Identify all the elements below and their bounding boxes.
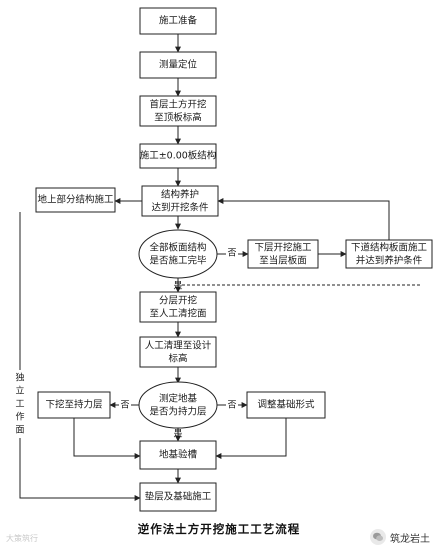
vertical-label-char-4: 作 — [15, 411, 24, 423]
vertical-label-char-5: 面 — [15, 425, 24, 436]
node-first-excavation — [139, 95, 217, 127]
node-manual-cleanup-label-2: 标高 — [168, 353, 187, 365]
node-lower-excavation-label-2: 至当层板面 — [259, 255, 307, 267]
node-cushion-foundation-label: 垫层及基础施工 — [145, 491, 212, 503]
node-foundation-inspection — [139, 440, 217, 470]
edge-label-no-1: 否 — [227, 248, 236, 259]
decision-bearing-layer — [138, 381, 218, 429]
node-first-excavation-label-2: 至顶板标高 — [154, 112, 202, 124]
node-cushion-foundation — [139, 482, 217, 512]
node-manual-cleanup — [139, 336, 217, 368]
node-survey-label: 测量定位 — [159, 59, 198, 71]
node-next-slab-label-1: 下道结构板面施工 — [351, 242, 428, 254]
edge-label-yes-2: 是 — [173, 429, 182, 440]
node-dig-to-bearing — [37, 391, 111, 419]
node-curing — [141, 185, 219, 217]
node-manual-cleanup-label-1: 人工清理至设计 — [145, 340, 212, 352]
node-next-slab-label-2: 并达到养护条件 — [356, 255, 423, 267]
node-prepare — [139, 7, 217, 35]
decision-slabs-complete-label-2: 是否施工完毕 — [149, 255, 207, 267]
node-layer-excavation-label-2: 至人工清挖面 — [149, 308, 206, 320]
node-prepare-label: 施工准备 — [159, 15, 198, 27]
vertical-label-char-3: 工 — [15, 400, 24, 410]
vertical-label-char-2: 立 — [15, 385, 24, 397]
decision-slabs-complete — [138, 229, 218, 279]
decision-slabs-complete-label-1: 全部板面结构 — [149, 242, 206, 254]
vertical-label-char-1: 独 — [15, 372, 24, 384]
edge-label-no-left: 否 — [120, 400, 129, 411]
figure-caption: 逆作法土方开挖施工工艺流程 — [137, 522, 301, 536]
node-layer-excavation — [139, 291, 217, 323]
node-foundation-inspection-label: 地基验槽 — [159, 449, 198, 461]
wechat-icon — [370, 529, 386, 545]
decision-bearing-layer-label-1: 测定地基 — [159, 393, 198, 405]
node-dig-to-bearing-label: 下挖至持力层 — [45, 399, 102, 411]
node-curing-label-1: 结构养护 — [161, 189, 199, 201]
node-slab-structure — [139, 143, 217, 169]
edge-label-yes-1: 是 — [173, 281, 182, 292]
node-adjust-foundation — [246, 391, 326, 419]
decision-bearing-layer-label-2: 是否为持力层 — [149, 406, 206, 418]
node-next-slab — [345, 239, 433, 269]
node-adjust-foundation-label: 调整基础形式 — [257, 399, 315, 411]
node-lower-excavation — [247, 239, 319, 269]
node-slab-structure-label: 施工±0.00板结构 — [140, 150, 217, 162]
node-survey — [139, 51, 217, 79]
watermark-right-text: 筑龙岩土 — [390, 533, 430, 545]
node-lower-excavation-label-1: 下层开挖施工 — [254, 242, 312, 254]
node-curing-label-2: 达到开挖条件 — [151, 202, 209, 214]
watermark-right: 筑龙岩土 — [370, 529, 430, 545]
node-first-excavation-label-1: 首层土方开挖 — [149, 99, 207, 111]
node-above-ground — [35, 187, 116, 213]
node-above-ground-label: 地上部分结构施工 — [37, 194, 114, 206]
watermark-left: 大策筑行 — [6, 534, 38, 543]
edge-label-no-right: 否 — [227, 400, 236, 411]
node-layer-excavation-label-1: 分层开挖 — [159, 295, 198, 307]
